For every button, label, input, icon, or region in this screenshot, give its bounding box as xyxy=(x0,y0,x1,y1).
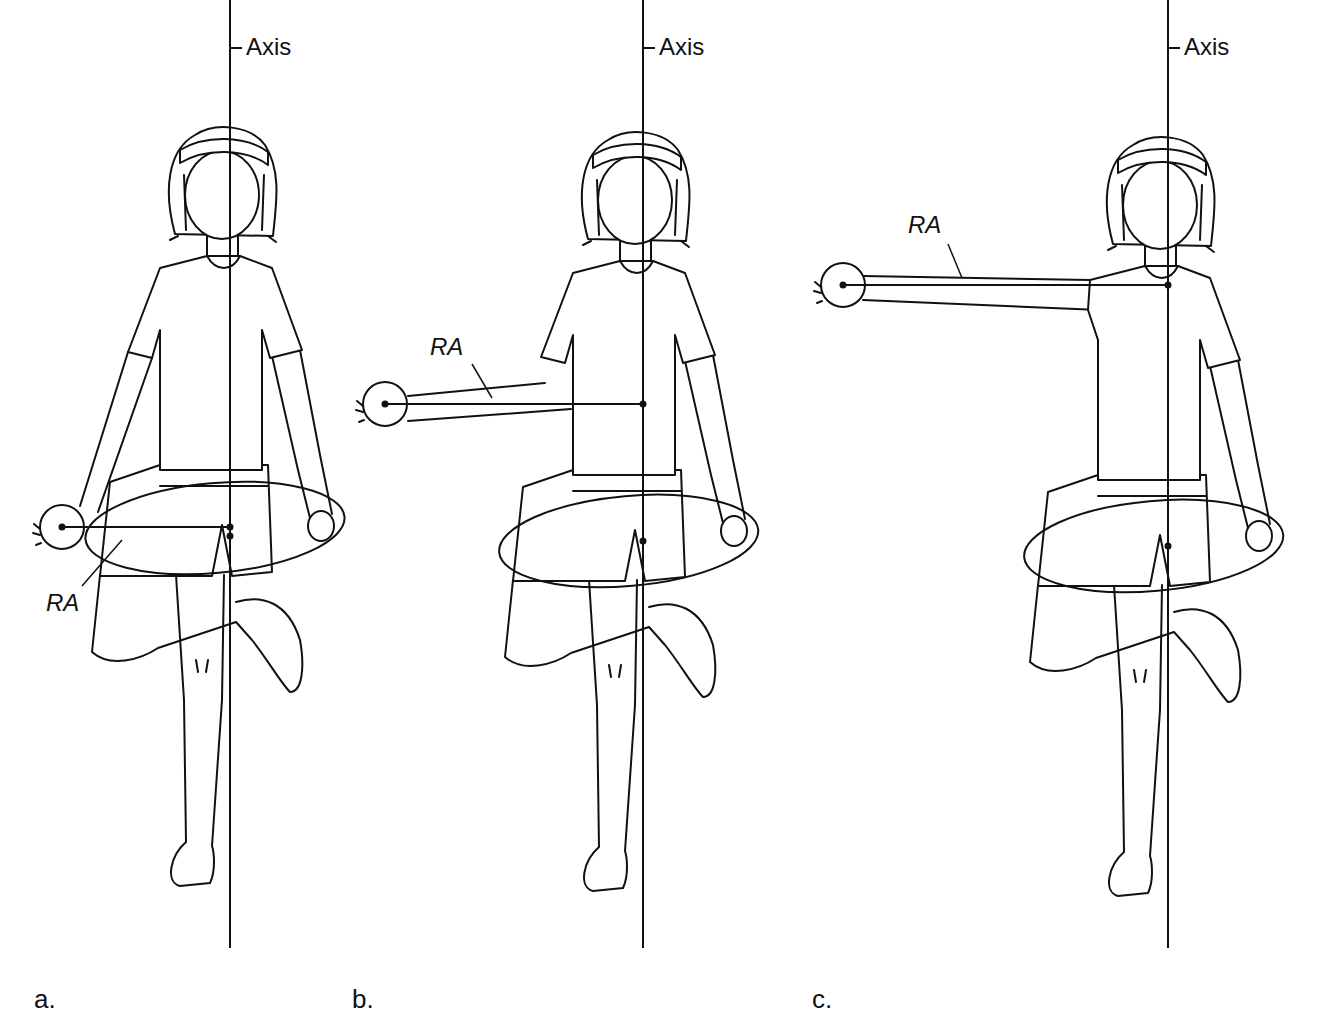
radius-label: RA xyxy=(428,334,465,360)
headband xyxy=(1118,149,1206,175)
standing-shoe xyxy=(1109,852,1152,896)
girl-figure xyxy=(814,137,1287,896)
rotation-ellipse xyxy=(1020,490,1287,602)
face xyxy=(1123,161,1197,249)
shirt xyxy=(128,256,302,470)
axis-label: Axis xyxy=(657,34,706,60)
raised-shoe xyxy=(236,599,302,692)
girl-figure xyxy=(33,127,348,886)
axis-label: Axis xyxy=(244,34,293,60)
knee-marks xyxy=(609,665,621,677)
axis-tick xyxy=(1168,47,1180,49)
face xyxy=(185,151,259,239)
standing-shoe xyxy=(584,847,627,891)
collar xyxy=(207,256,240,268)
panel-letter: c. xyxy=(810,985,834,1014)
fingers xyxy=(814,282,822,303)
collar xyxy=(1145,266,1178,278)
raised-leg xyxy=(92,575,236,661)
point-dot xyxy=(840,282,847,289)
hanging-arm xyxy=(272,350,332,518)
fingers xyxy=(33,524,41,545)
neck xyxy=(1145,246,1176,266)
axis-tick xyxy=(230,47,242,49)
shorts xyxy=(513,470,685,581)
standing-shoe xyxy=(171,842,214,886)
knee-marks xyxy=(1134,670,1146,682)
panel-letter: b. xyxy=(350,985,376,1014)
radius-label: RA xyxy=(44,590,81,616)
face xyxy=(598,156,672,244)
raised-leg xyxy=(1030,585,1174,671)
ball-arm xyxy=(80,352,152,512)
panel-letter: a. xyxy=(32,985,58,1014)
shirt xyxy=(1088,266,1240,480)
standing-leg xyxy=(1114,585,1162,856)
raised-shoe xyxy=(1174,609,1240,702)
rotation-ellipse xyxy=(495,485,762,597)
standing-leg xyxy=(589,580,637,851)
neck xyxy=(207,236,238,256)
collar xyxy=(620,261,653,273)
ball-arm xyxy=(863,276,1100,310)
axis-label: Axis xyxy=(1182,34,1231,60)
leader-line xyxy=(472,364,492,398)
waistband xyxy=(573,490,681,492)
headband xyxy=(180,139,268,165)
radius-line xyxy=(62,526,230,528)
leader-line xyxy=(948,244,962,278)
ball-arm xyxy=(408,383,571,421)
neck xyxy=(620,241,651,261)
shorts xyxy=(1038,475,1210,586)
point-dot xyxy=(382,401,389,408)
waistband xyxy=(1098,495,1206,497)
radius-line xyxy=(843,284,1168,286)
leader-line xyxy=(82,540,122,586)
knee-marks xyxy=(196,660,208,672)
girl-figure xyxy=(356,132,762,891)
standing-leg xyxy=(176,575,224,846)
shirt xyxy=(541,261,715,475)
rotation-axis xyxy=(642,0,644,948)
fist xyxy=(308,511,334,541)
rotation-axis xyxy=(229,0,231,948)
fingers xyxy=(356,401,364,422)
fist xyxy=(721,516,747,546)
headband xyxy=(593,144,681,170)
waistband xyxy=(160,485,268,487)
fist xyxy=(1246,521,1272,551)
raised-leg xyxy=(505,580,649,666)
radius-label: RA xyxy=(906,212,943,238)
raised-shoe xyxy=(649,604,715,697)
axis-tick xyxy=(643,47,655,49)
rotation-axis xyxy=(1167,0,1169,948)
radius-line xyxy=(385,403,643,405)
point-dot xyxy=(59,524,66,531)
